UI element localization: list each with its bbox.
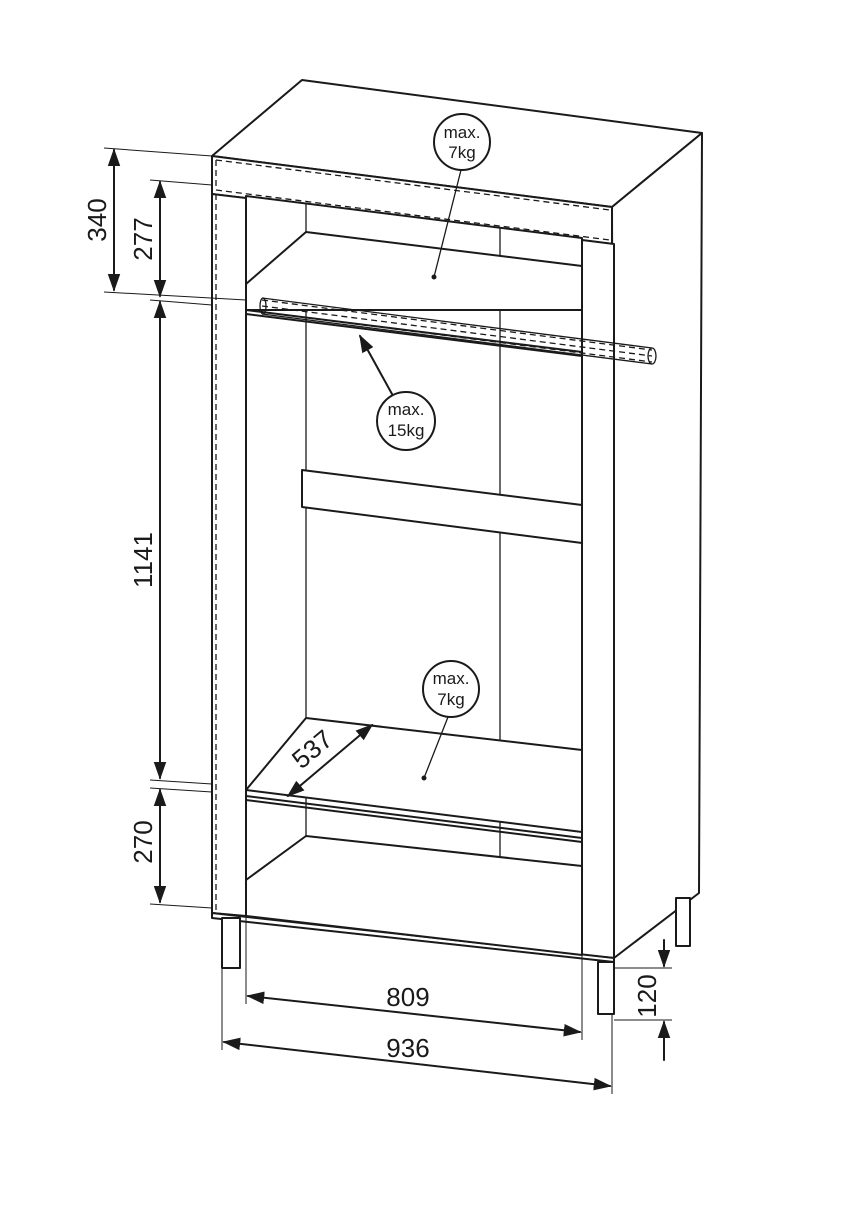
front-right-leg: [597, 961, 615, 1015]
load-label-top: max. 7kg: [431, 113, 491, 280]
dimension-top-shelf: 277: [128, 179, 213, 298]
dimension-inner-width: 809: [245, 916, 583, 1040]
front-left-leg: [221, 917, 241, 969]
dim-936-label: 936: [386, 1033, 429, 1063]
load-shelf-line2: 7kg: [437, 690, 464, 709]
dimension-leg-height: 120: [614, 939, 672, 1061]
dimension-outer-width: 936: [221, 968, 613, 1094]
load-rail-line2: 15kg: [388, 421, 425, 440]
load-shelf-line1: max.: [433, 669, 470, 688]
cabinet-right-side: [611, 132, 703, 959]
load-label-rail: max. 15kg: [359, 334, 436, 451]
load-label-shelf: max. 7kg: [421, 660, 480, 781]
dim-809-label: 809: [386, 982, 429, 1012]
dim-277-label: 277: [128, 217, 158, 260]
cabinet-right-upright: [581, 239, 615, 959]
load-rail-line1: max.: [388, 400, 425, 419]
dim-270-label: 270: [128, 820, 158, 863]
load-top-line2: 7kg: [448, 143, 475, 162]
dimension-middle: 1141: [128, 299, 213, 785]
dim-1141-label: 1141: [128, 532, 158, 588]
back-right-leg: [675, 897, 691, 947]
wardrobe-cabinet: [211, 79, 703, 1015]
middle-rail-panel: [301, 469, 583, 544]
hanging-rail: [259, 297, 657, 365]
load-top-line1: max.: [444, 123, 481, 142]
top-shelf: [245, 231, 583, 311]
cabinet-floor: [245, 835, 583, 956]
dimension-top-total: 340: [82, 147, 247, 301]
dim-120-label: 120: [632, 974, 662, 1017]
dimension-bottom: 270: [128, 787, 213, 909]
dim-340-label: 340: [82, 198, 112, 241]
cabinet-left-upright: [211, 193, 247, 917]
